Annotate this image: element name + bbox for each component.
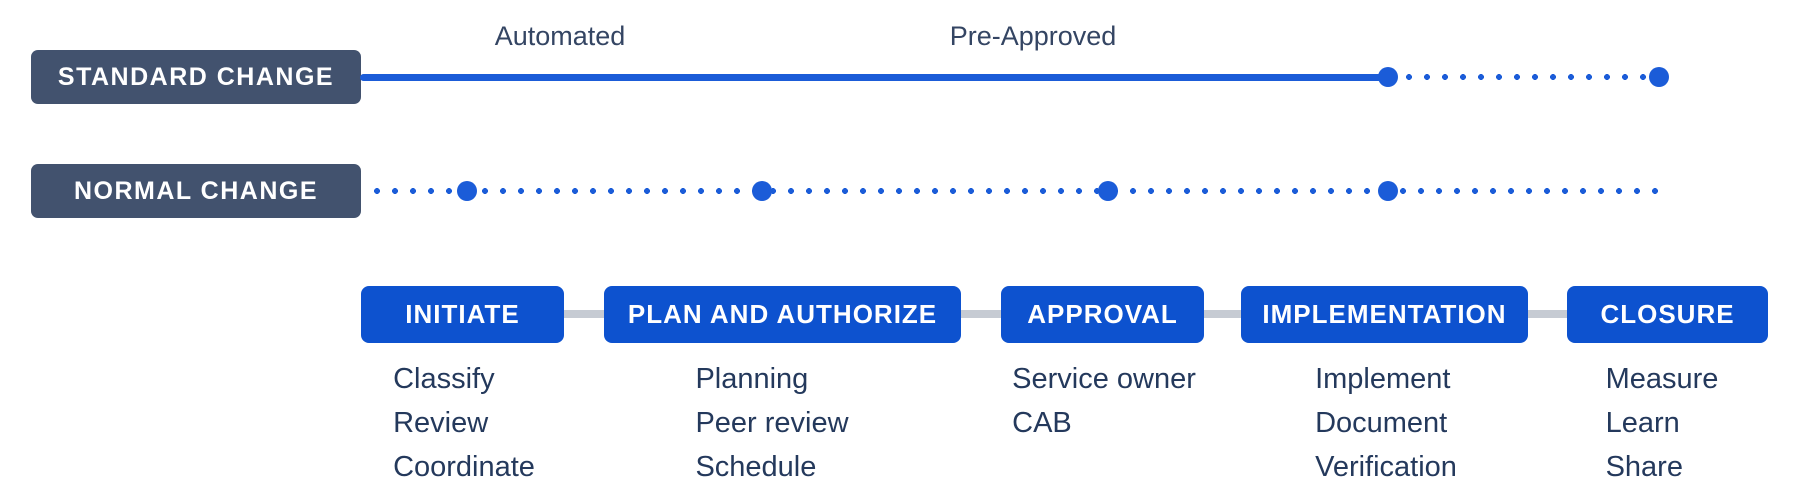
- milestone-dot-normal-plan: [752, 181, 772, 201]
- stage-list-item: CAB: [1012, 407, 1072, 439]
- stage-list-item: Service owner: [1012, 363, 1196, 395]
- stage-list-closure: Measure Learn Share: [1606, 357, 1719, 489]
- stage-list-initiate: Classify Review Coordinate: [393, 357, 535, 489]
- standard-change-tag: STANDARD CHANGE: [31, 50, 361, 104]
- stage-list-item: Schedule: [695, 451, 817, 483]
- stage-list-item: Learn: [1605, 407, 1680, 439]
- stage-list-item: Implement: [1315, 363, 1451, 395]
- milestone-dot-standard-implementation: [1378, 67, 1398, 87]
- standard-change-dotted-line: [1400, 74, 1648, 80]
- stage-list-item: Document: [1315, 407, 1448, 439]
- stage-connector: [955, 310, 1007, 318]
- stage-list-approval: Service owner CAB: [1012, 357, 1196, 445]
- stage-list-item: Coordinate: [393, 451, 535, 483]
- milestone-dot-normal-approval: [1098, 181, 1118, 201]
- stage-list-item: Peer review: [695, 407, 849, 439]
- stage-box-approval: APPROVAL: [1001, 286, 1204, 343]
- milestone-dot-standard-closure: [1649, 67, 1669, 87]
- stage-list-item: Planning: [695, 363, 809, 395]
- normal-change-dotted-line: [368, 188, 1668, 194]
- annotation-automated: Automated: [494, 21, 626, 51]
- stage-box-plan-and-authorize: PLAN AND AUTHORIZE: [604, 286, 961, 343]
- stage-list-item: Review: [393, 407, 489, 439]
- stage-list-item: Measure: [1605, 363, 1719, 395]
- milestone-dot-normal-initiate: [457, 181, 477, 201]
- stage-connector: [1522, 310, 1574, 318]
- stage-box-initiate: INITIATE: [361, 286, 564, 343]
- annotation-pre-approved: Pre-Approved: [949, 21, 1117, 51]
- stage-list-plan-and-authorize: Planning Peer review Schedule: [695, 357, 848, 489]
- stage-list-item: Verification: [1315, 451, 1457, 483]
- milestone-dot-normal-implementation: [1378, 181, 1398, 201]
- stage-connector: [1198, 310, 1248, 318]
- stage-list-implementation: Implement Document Verification: [1315, 357, 1457, 489]
- standard-change-solid-line: [360, 74, 1388, 81]
- stage-list-item: Share: [1605, 451, 1683, 483]
- normal-change-tag: NORMAL CHANGE: [31, 164, 361, 218]
- stage-box-closure: CLOSURE: [1567, 286, 1768, 343]
- stage-list-item: Classify: [393, 363, 495, 395]
- stage-connector: [558, 310, 610, 318]
- stage-box-implementation: IMPLEMENTATION: [1241, 286, 1528, 343]
